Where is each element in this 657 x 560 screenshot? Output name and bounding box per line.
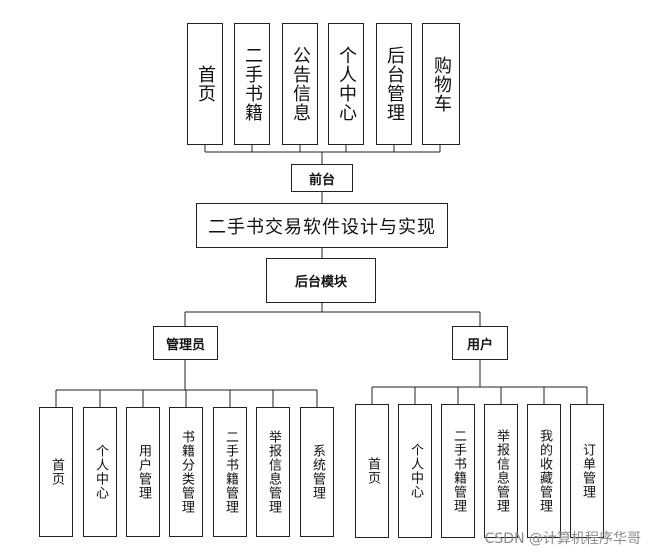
- frontend-module-shopping-cart: 购物车: [422, 23, 460, 145]
- frontend-label: 前台: [291, 164, 353, 192]
- frontend-module-admin-panel: 后台管理: [376, 23, 412, 145]
- user-module-report-management: 举报信息管理: [484, 404, 518, 538]
- user-module-home: 首页: [355, 404, 389, 538]
- admin-module-book-category-management: 书籍分类管理: [169, 407, 203, 537]
- backend-label: 后台模块: [266, 258, 376, 303]
- admin-module-system-management: 系统管理: [300, 407, 334, 537]
- user-module-favorites-management: 我的收藏管理: [527, 404, 561, 538]
- frontend-module-home: 首页: [187, 23, 223, 145]
- admin-role-label: 管理员: [153, 326, 218, 360]
- user-module-used-book-management: 二手书籍管理: [441, 404, 475, 538]
- admin-module-used-book-management: 二手书籍管理: [213, 407, 247, 537]
- frontend-module-announcements: 公告信息: [282, 23, 318, 145]
- system-title: 二手书交易软件设计与实现: [196, 203, 448, 248]
- frontend-module-used-books: 二手书籍: [234, 23, 270, 145]
- user-module-personal-center: 个人中心: [398, 404, 432, 538]
- watermark: CSDN @计算机程序华哥: [484, 531, 641, 547]
- user-module-order-management: 订单管理: [570, 404, 604, 538]
- admin-module-home: 首页: [39, 407, 73, 537]
- admin-module-user-management: 用户管理: [126, 407, 160, 537]
- admin-module-personal-center: 个人中心: [83, 407, 117, 537]
- admin-module-report-management: 举报信息管理: [256, 407, 290, 537]
- user-role-label: 用户: [452, 326, 508, 360]
- frontend-module-personal-center: 个人中心: [328, 23, 364, 145]
